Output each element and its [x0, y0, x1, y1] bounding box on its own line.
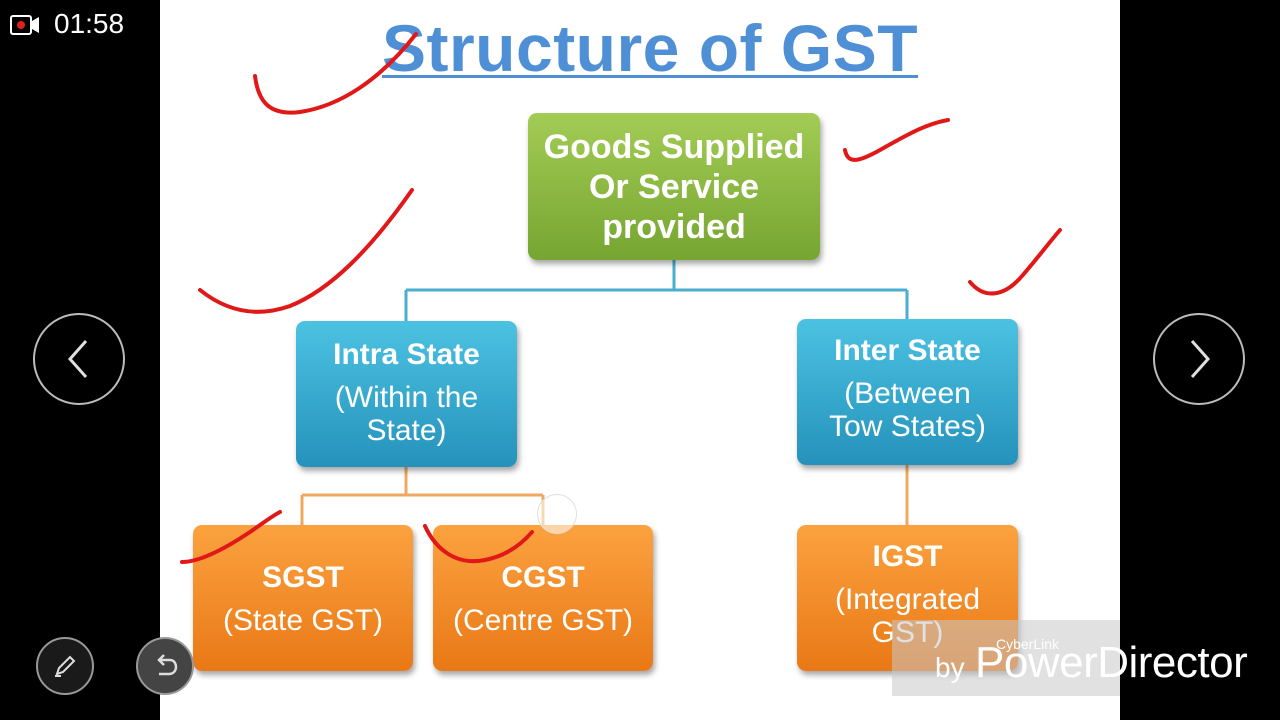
- root-line-2: Or Service: [588, 167, 760, 206]
- touch-indicator: [537, 494, 577, 534]
- watermark-background: [892, 620, 1120, 696]
- watermark-powerdirector: PowerDirector: [975, 638, 1248, 687]
- intra-state-box: Intra State (Within the State): [296, 321, 517, 467]
- inter-state-sub-2: Tow States): [829, 410, 986, 443]
- watermark-cyberlink: CyberLink: [996, 636, 1060, 652]
- cgst-sub: (Centre GST): [452, 603, 634, 637]
- root-line-1: Goods Supplied: [543, 127, 805, 166]
- inter-state-title: Inter State: [834, 334, 981, 367]
- intra-state-title: Intra State: [333, 338, 480, 371]
- sgst-box: SGST (State GST): [193, 525, 413, 671]
- cgst-box: CGST (Centre GST): [433, 525, 653, 671]
- intra-state-sub-1: (Within the: [334, 381, 479, 414]
- igst-title: IGST: [872, 540, 943, 573]
- status-time: 01:58: [54, 8, 125, 39]
- cgst-title: CGST: [501, 560, 585, 594]
- chevron-right-icon: [1190, 340, 1211, 378]
- sgst-title: SGST: [262, 560, 344, 594]
- previous-slide-button[interactable]: [33, 313, 125, 405]
- root-line-3: provided: [602, 207, 746, 246]
- record-indicator-icon: [10, 14, 40, 36]
- pen-tool-button[interactable]: [36, 637, 94, 695]
- undo-icon: [157, 654, 178, 676]
- intra-state-sub-2: State): [366, 414, 447, 447]
- igst-sub-1: (Integrated: [834, 583, 981, 616]
- pen-icon: [55, 655, 76, 677]
- inter-state-box: Inter State (Between Tow States): [797, 319, 1018, 465]
- sgst-sub: (State GST): [222, 603, 384, 637]
- slide-title: Structure of GST: [382, 11, 919, 85]
- chevron-left-icon: [67, 340, 88, 378]
- next-slide-button[interactable]: [1153, 313, 1245, 405]
- watermark-by: by: [935, 652, 965, 683]
- undo-button[interactable]: [136, 637, 194, 695]
- goods-or-service-box: Goods Supplied Or Service provided: [528, 113, 820, 260]
- inter-state-sub-1: (Between: [844, 377, 971, 410]
